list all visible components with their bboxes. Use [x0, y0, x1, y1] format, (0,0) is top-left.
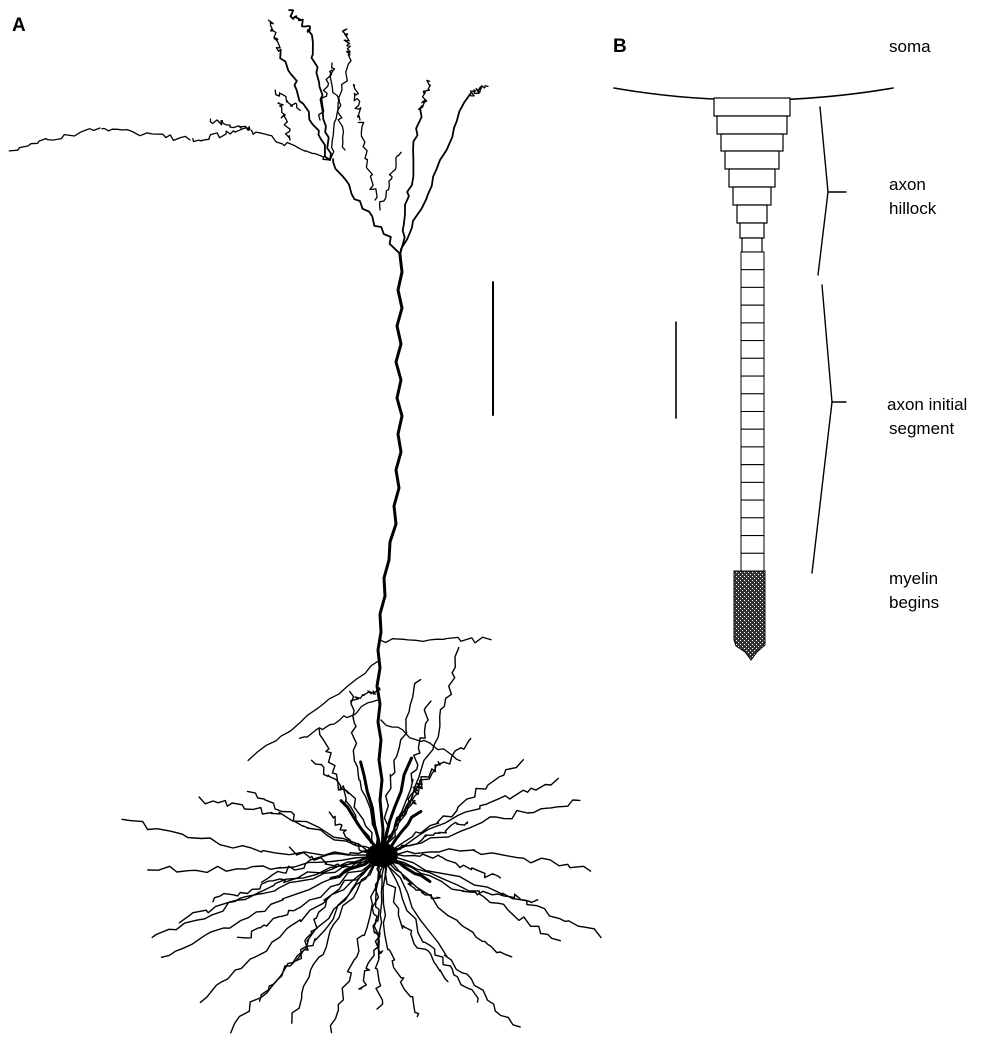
initial-segment-bracket — [812, 285, 846, 573]
apical-branch — [275, 90, 300, 110]
apical-branch — [9, 128, 100, 151]
apical-branch — [342, 29, 350, 55]
initial-segment-compartment — [741, 394, 764, 412]
initial-segment-compartment — [741, 412, 764, 430]
panel-a-letter: A — [12, 15, 26, 36]
basal-branch — [122, 819, 382, 855]
initial-segment-compartment — [741, 341, 764, 359]
axon-initial-segment-compartments — [741, 252, 764, 571]
apical-dendrite — [377, 255, 402, 855]
apical-branch — [268, 20, 280, 51]
basal-branch — [382, 855, 478, 1002]
soma-body — [366, 843, 398, 867]
hillock-compartment — [725, 151, 779, 169]
initial-segment-compartment — [741, 252, 764, 270]
hillock-compartment — [717, 116, 787, 134]
initial-segment-compartment — [741, 287, 764, 305]
apical-branch — [470, 86, 488, 96]
label-myelin-line1: myelin — [889, 569, 938, 588]
initial-segment-compartment — [741, 447, 764, 465]
apical-branch — [278, 103, 290, 140]
hillock-compartment — [740, 223, 764, 238]
apical-branch — [354, 85, 361, 121]
initial-segment-compartment — [741, 500, 764, 518]
label-axon-hillock-line1: axon — [889, 175, 926, 194]
panel-b: B soma axon hillock axon initial segment… — [613, 36, 967, 660]
basal-branch — [382, 855, 520, 1027]
hillock-compartment — [737, 205, 767, 223]
oblique-branch — [381, 720, 461, 761]
initial-segment-compartment — [741, 305, 764, 323]
initial-segment-compartment — [741, 553, 764, 571]
basal-dendrites — [122, 637, 601, 1033]
basal-branch — [382, 778, 558, 855]
hillock-compartment — [733, 187, 771, 205]
hillock-compartment — [714, 98, 790, 116]
label-myelin-line2: begins — [889, 593, 939, 612]
initial-segment-compartment — [741, 429, 764, 447]
myelin-segment — [734, 571, 765, 660]
initial-segment-compartment — [741, 358, 764, 376]
label-axon-initial-segment-line1: axon initial — [887, 395, 967, 414]
apical-branch — [419, 80, 431, 110]
neuron-drawing — [9, 10, 601, 1033]
oblique-branch — [351, 688, 380, 702]
apical-branch — [400, 93, 471, 256]
panel-a: A — [9, 10, 601, 1033]
hillock-compartment — [742, 238, 762, 252]
basal-branch — [382, 855, 512, 957]
hillock-compartment — [729, 169, 775, 187]
oblique-branch — [248, 660, 380, 761]
initial-segment-compartment — [741, 518, 764, 536]
panel-b-letter: B — [613, 36, 627, 57]
label-axon-hillock-line2: hillock — [889, 199, 937, 218]
apical-branch — [308, 30, 331, 160]
apical-branch — [193, 128, 250, 142]
hillock-bracket — [818, 107, 846, 275]
label-soma: soma — [889, 37, 931, 56]
basal-branch — [382, 800, 580, 855]
initial-segment-compartment — [741, 536, 764, 554]
oblique-branch — [300, 700, 379, 738]
initial-segment-compartment — [741, 270, 764, 288]
basal-branch — [238, 855, 383, 938]
initial-segment-compartment — [741, 323, 764, 341]
apical-branch — [102, 129, 190, 141]
label-axon-initial-segment-line2: segment — [889, 419, 954, 438]
apical-branch — [380, 152, 402, 210]
apical-branch — [289, 10, 310, 32]
apical-tuft — [9, 10, 488, 255]
basal-branch — [297, 855, 382, 960]
initial-segment-compartment — [741, 465, 764, 483]
oblique-branch — [380, 637, 491, 643]
apical-branch — [400, 109, 422, 255]
basal-branch — [382, 855, 419, 1017]
initial-segment-compartment — [741, 482, 764, 500]
initial-segment-compartment — [741, 376, 764, 394]
hillock-compartment — [721, 134, 783, 151]
apical-branch — [358, 122, 377, 200]
axon-hillock-compartments — [714, 98, 790, 252]
